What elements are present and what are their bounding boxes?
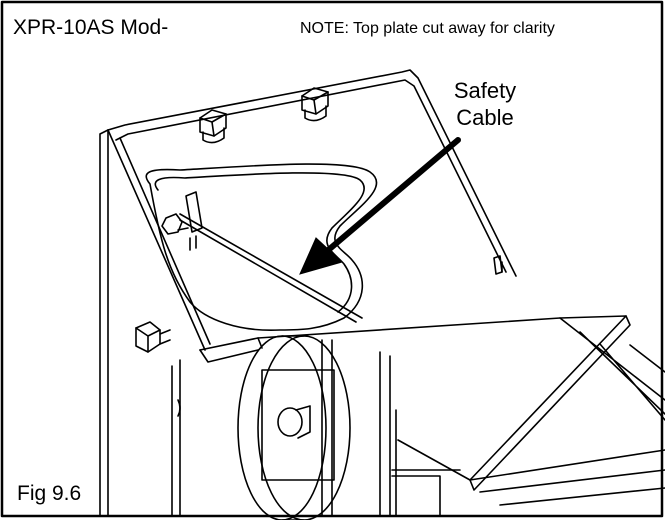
callout-line-2: Cable [456,105,514,130]
pulley-wheel [237,335,351,520]
rail-extrusion [559,317,665,421]
diagram-note: NOTE: Top plate cut away for clarity [298,20,557,38]
callout-line-1: Safety [453,78,517,103]
callout-arrow [299,137,461,275]
cutaway-opening [145,163,378,332]
diagram-title: XPR-10AS Mod- [10,16,172,40]
safety-cable [179,213,363,319]
top-plate [107,69,517,277]
callout-label: Safety Cable [430,77,540,131]
cable-clamp [185,191,203,233]
top-bolt-left [199,109,227,144]
top-bolt-right [301,87,329,122]
inner-housing [321,339,391,517]
housing-left-wall [99,129,109,517]
side-bolt [135,321,171,353]
figure-number: Fig 9.6 [14,482,85,506]
base-plate [199,315,627,481]
